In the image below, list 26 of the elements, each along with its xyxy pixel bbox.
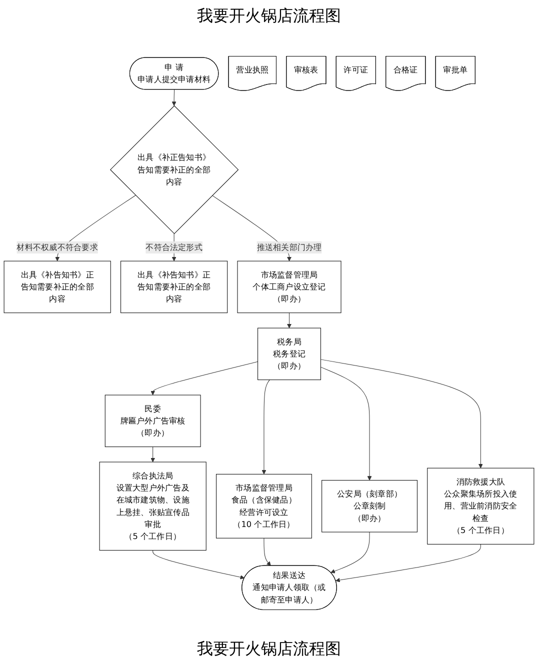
arrow bbox=[172, 89, 176, 106]
node-box: 综合执法局 设置大型户外广告及在城市建筑物、设施上悬挂、张贴宣传品审批 （5 个工作日） bbox=[99, 462, 206, 551]
edge-label: 不符合法定形式 bbox=[146, 242, 202, 252]
node-box: 出具《补告知书》正告知需要补正的全部内容 bbox=[4, 260, 111, 314]
node-box: 消防救援大队 公众聚集场所投入使用、营业前消防安全检查 （5 个工作日） bbox=[427, 468, 534, 544]
arrow bbox=[150, 361, 258, 396]
node-diamond: 出具《补正告知书》告知需要补正的全部内容 bbox=[110, 105, 239, 234]
arrow bbox=[320, 359, 483, 468]
node-box: 税务局 税务登记 （即办） bbox=[258, 328, 321, 380]
edge-label: 推送相关部门办理 bbox=[256, 242, 322, 252]
arrow bbox=[262, 380, 270, 474]
diagram-title: 我要开火锅店流程图 bbox=[196, 6, 342, 27]
node-box: 出具《补告知书》正告知需要补正的全部内容 bbox=[120, 260, 228, 314]
arrow bbox=[152, 550, 245, 580]
arrow bbox=[335, 544, 481, 582]
node-box: 市场监督管理局 食品（含保健品） 经营许可设立 （10 个工作日） bbox=[216, 474, 312, 538]
arrow bbox=[287, 312, 292, 328]
node-box: 市场监督管理局 个体工商户设立登记 （即办） bbox=[237, 260, 342, 314]
arrow bbox=[264, 538, 271, 566]
node-box: 公安局（刻章部） 公章刻制 （即办） bbox=[322, 480, 418, 532]
edge-label: 材料不权威不符合要求 bbox=[16, 242, 98, 252]
arrow bbox=[150, 446, 156, 462]
arrow bbox=[330, 532, 370, 574]
node-box: 民委 牌匾户外广告审核 （即办） bbox=[104, 394, 201, 448]
arrow bbox=[320, 366, 372, 480]
diagram-caption: 我要开火锅店流程图 bbox=[196, 639, 342, 660]
